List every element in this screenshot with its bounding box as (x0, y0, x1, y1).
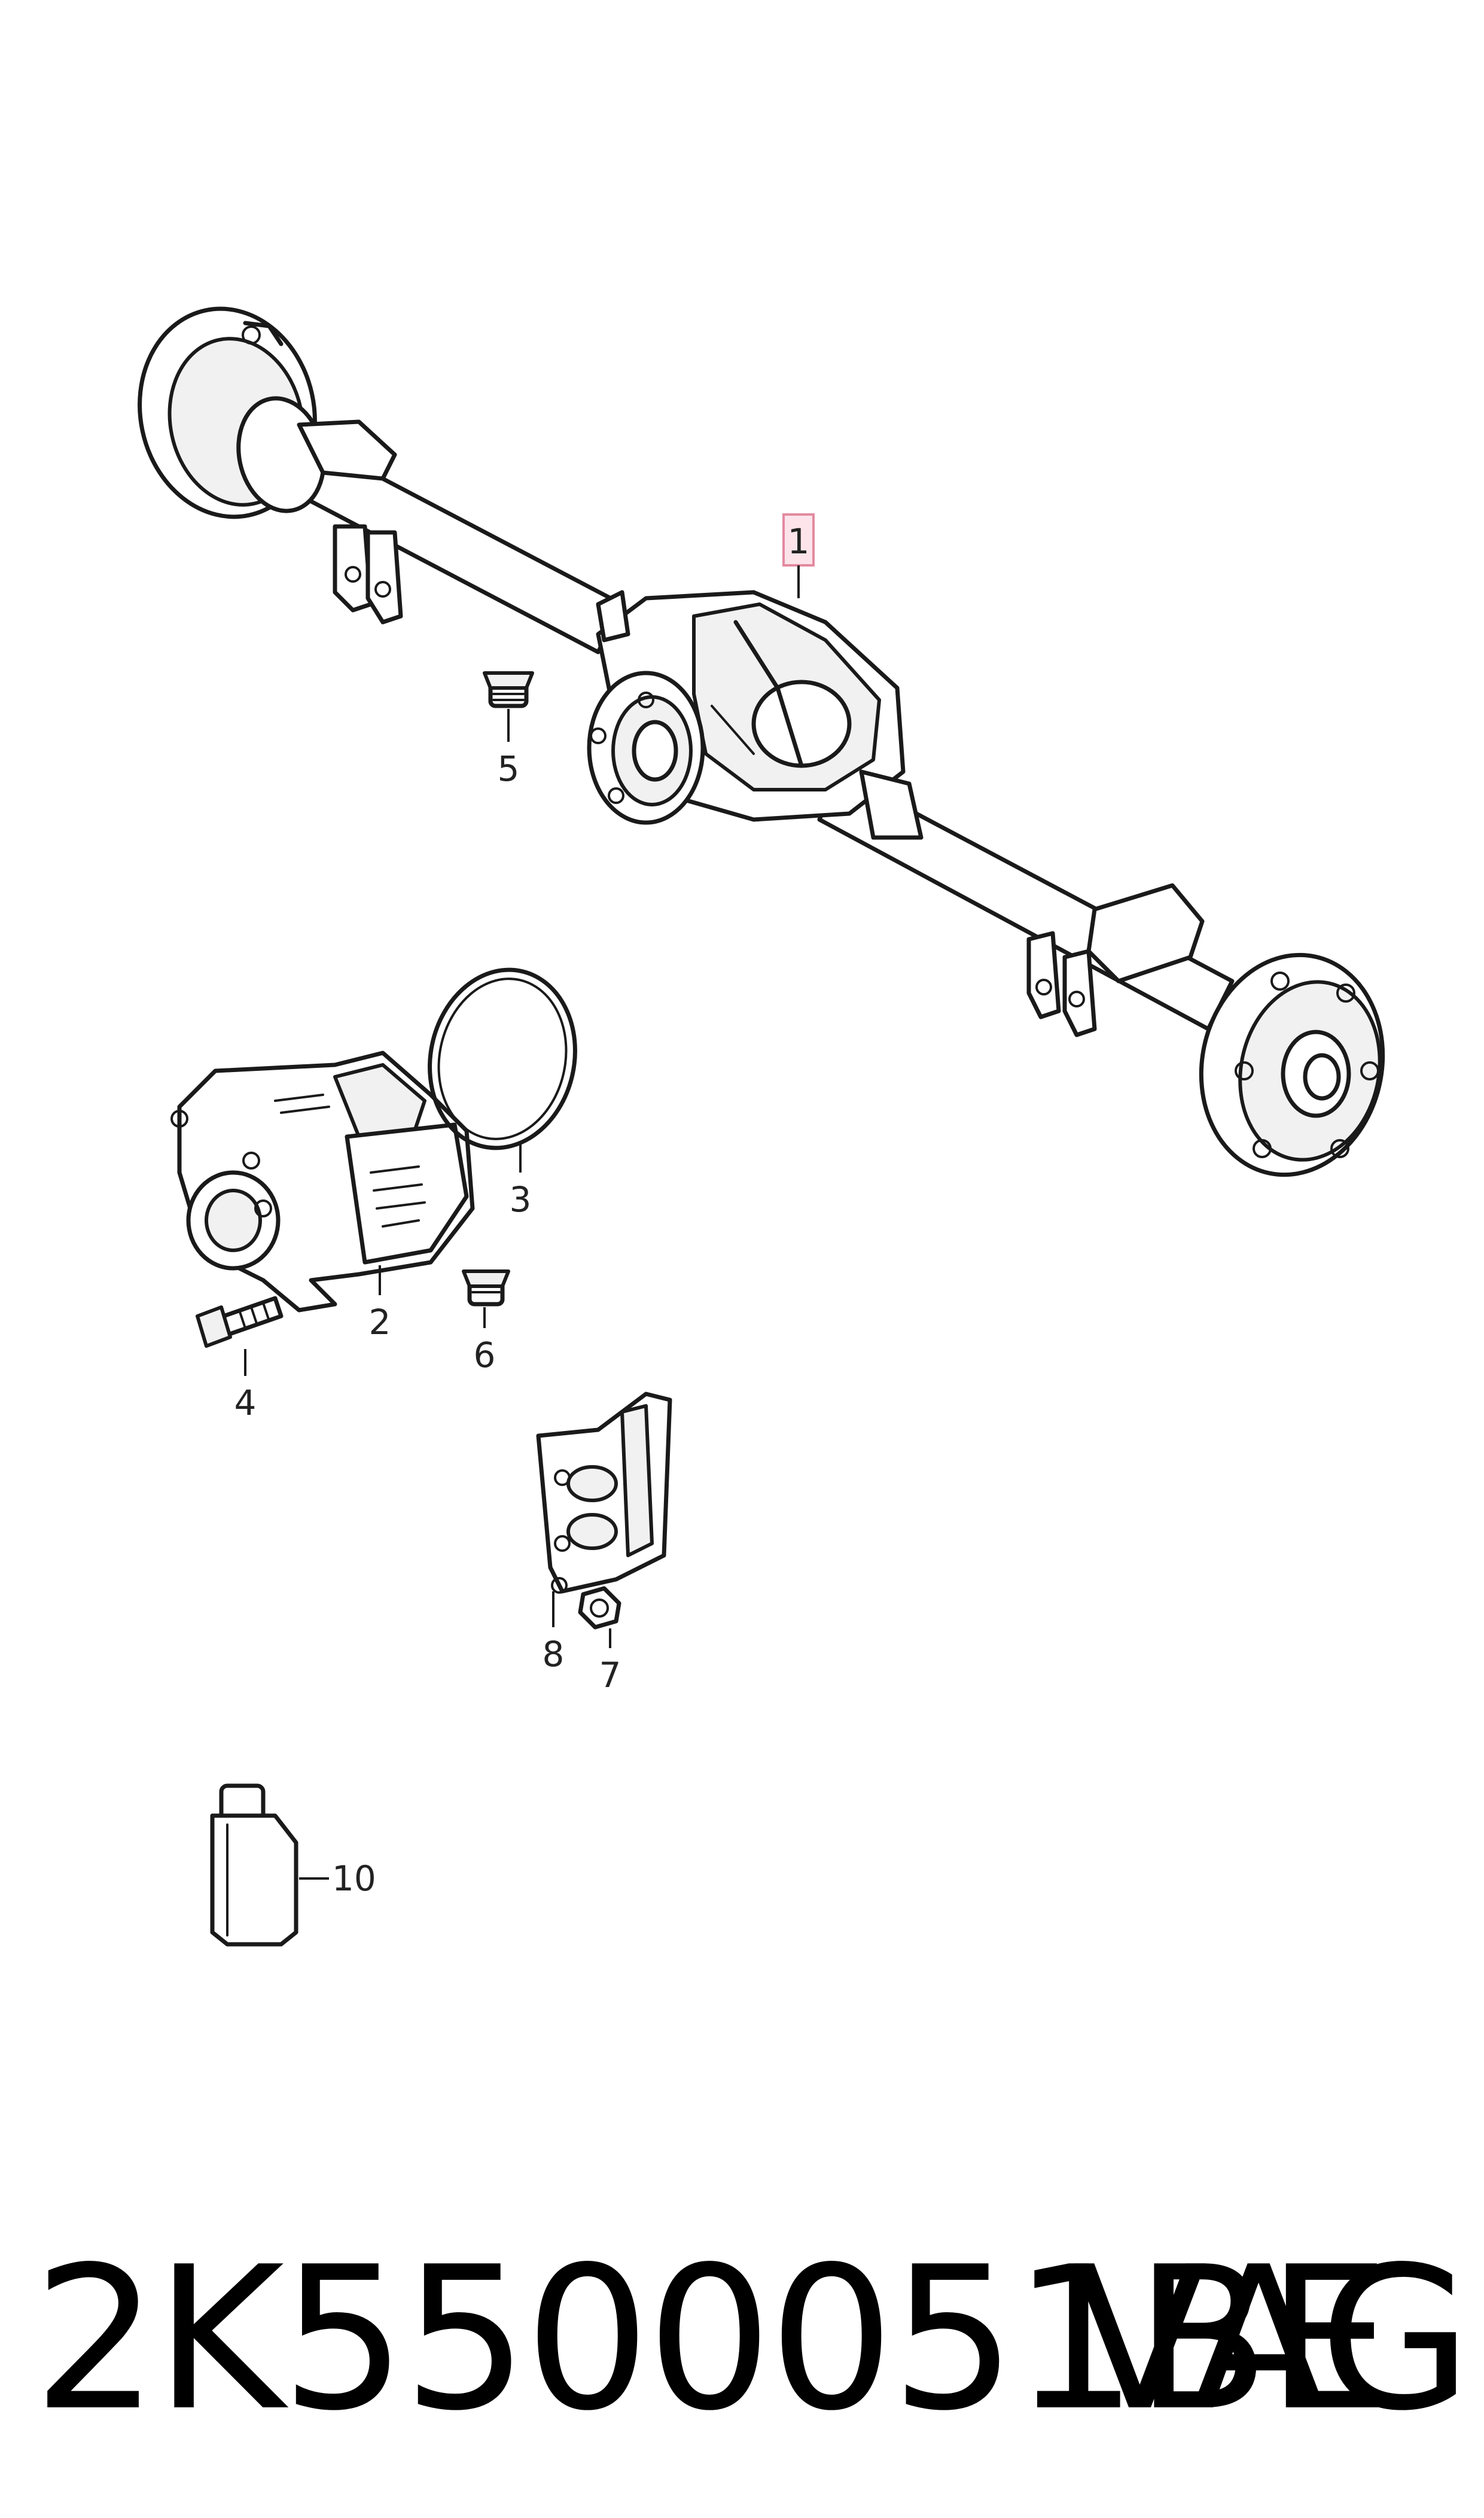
seal-ring-part-3 (428, 967, 577, 1150)
filler-plug-part-6 (462, 1269, 510, 1307)
bolt-part-4 (196, 1296, 284, 1348)
mounting-bracket-part-8 (536, 1392, 672, 1594)
callout-label-3: 3 (510, 1179, 532, 1220)
part-number: 2K5500051BE (33, 2224, 1391, 2454)
final-drive-part-2 (170, 1051, 475, 1313)
callout-2[interactable]: 2 (369, 1265, 391, 1342)
callout-10[interactable]: 10 (299, 1858, 376, 1899)
callout-label-8: 8 (543, 1634, 565, 1674)
callout-label-4: 4 (234, 1383, 257, 1423)
callout-label-10: 10 (332, 1858, 376, 1899)
oil-bottle-part-10 (210, 1783, 298, 1947)
callout-1[interactable]: 1 (782, 513, 815, 598)
brand-name: VAG (1072, 2224, 1472, 2454)
callout-6[interactable]: 6 (474, 1307, 496, 1375)
callout-label-7: 7 (599, 1655, 621, 1695)
drain-plug-part-5 (483, 671, 534, 708)
nut-part-7 (578, 1586, 621, 1630)
callout-label-1: 1 (788, 521, 810, 562)
callout-8[interactable]: 8 (543, 1591, 565, 1674)
callout-4[interactable]: 4 (234, 1349, 257, 1423)
callout-5[interactable]: 5 (498, 709, 520, 789)
part-footer: 2K5500051BE VAG (33, 2224, 1472, 2454)
callout-label-2: 2 (369, 1302, 391, 1342)
callout-3[interactable]: 3 (510, 1143, 532, 1220)
callout-7[interactable]: 7 (599, 1628, 621, 1695)
callout-label-6: 6 (474, 1335, 496, 1375)
rear-axle-assembly (138, 306, 1385, 1177)
callout-label-5: 5 (498, 748, 520, 789)
